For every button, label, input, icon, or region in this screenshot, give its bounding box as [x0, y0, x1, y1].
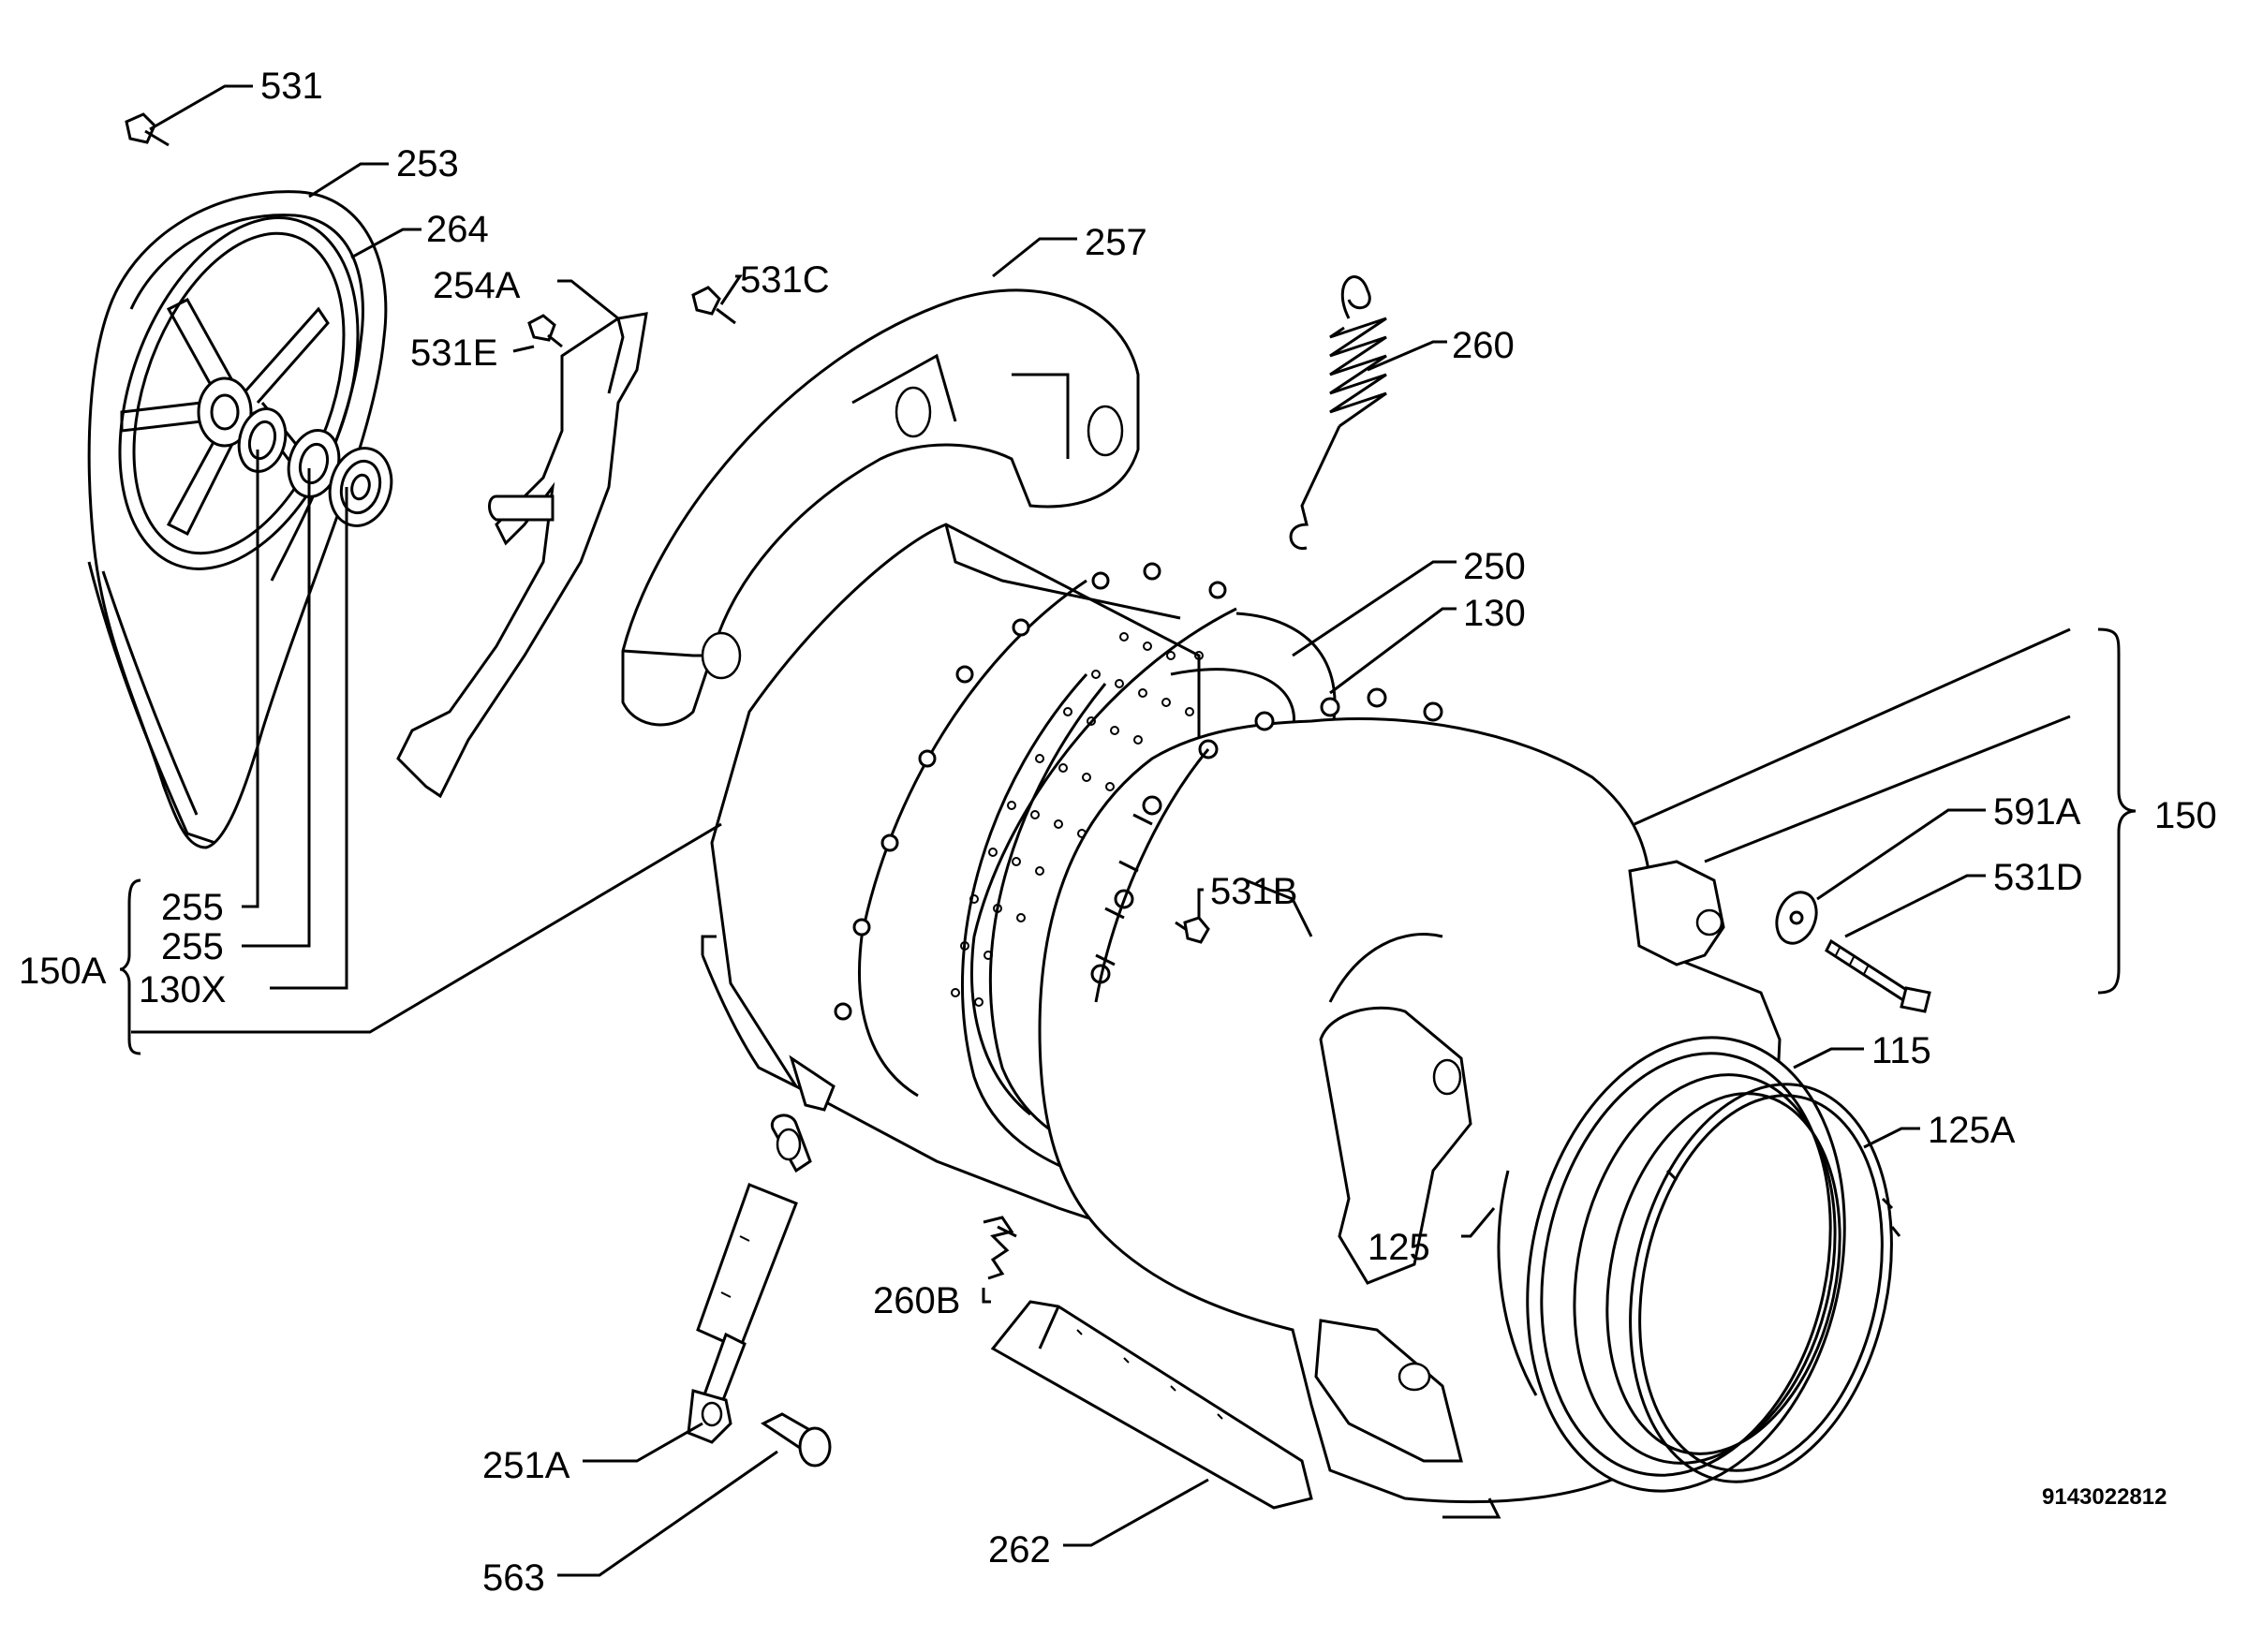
label-531: 531: [260, 66, 323, 107]
label-264: 264: [426, 209, 489, 250]
label-531E: 531E: [410, 332, 497, 374]
bolt-531D: [1825, 938, 1931, 1013]
screw-531E: [527, 314, 563, 348]
label-130: 130: [1463, 593, 1526, 634]
label-254A: 254A: [433, 265, 521, 306]
label-150: 150: [2154, 795, 2217, 836]
clamp-ring-125: [1497, 1170, 1538, 1396]
door-seal-115: [1526, 1036, 1846, 1493]
drum-spider-254A: [396, 312, 648, 799]
part-labels: 531 253 264 254A 531E 531C 257 260 250 1…: [19, 66, 2217, 1599]
label-150A: 150A: [19, 951, 107, 992]
label-531D: 531D: [1993, 857, 2083, 898]
clip-260B: [983, 1216, 1017, 1280]
counterweight-257: [621, 288, 1140, 727]
label-125: 125: [1368, 1227, 1430, 1268]
clamp-ring-125A: [1629, 1083, 1901, 1483]
washer-591A: [1775, 891, 1818, 945]
shock-absorber-251A: [687, 1114, 812, 1444]
label-251A: 251A: [482, 1445, 570, 1486]
label-255-a: 255: [161, 887, 224, 928]
label-255-b: 255: [161, 926, 224, 967]
label-253: 253: [396, 143, 459, 184]
spring-260: [1289, 275, 1387, 550]
label-531B: 531B: [1210, 871, 1297, 912]
label-115: 115: [1871, 1030, 1931, 1071]
label-563: 563: [482, 1557, 545, 1599]
label-257: 257: [1085, 222, 1147, 263]
strip-262: [990, 1300, 1313, 1510]
diagram-id: 9143022812: [2042, 1484, 2167, 1510]
label-260B: 260B: [873, 1280, 960, 1321]
label-591A: 591A: [1993, 791, 2081, 833]
screw-531C: [691, 286, 736, 325]
label-250: 250: [1463, 546, 1526, 587]
screw-531B: [1175, 916, 1210, 944]
label-125A: 125A: [1928, 1110, 2016, 1151]
label-531C: 531C: [740, 259, 830, 301]
screw-531: [125, 112, 170, 147]
pulley-253: [87, 190, 388, 849]
label-262: 262: [988, 1529, 1051, 1571]
leader-lines: [119, 84, 2137, 1577]
label-130X: 130X: [139, 969, 226, 1010]
bolt-563: [761, 1412, 832, 1468]
label-260: 260: [1452, 325, 1515, 366]
